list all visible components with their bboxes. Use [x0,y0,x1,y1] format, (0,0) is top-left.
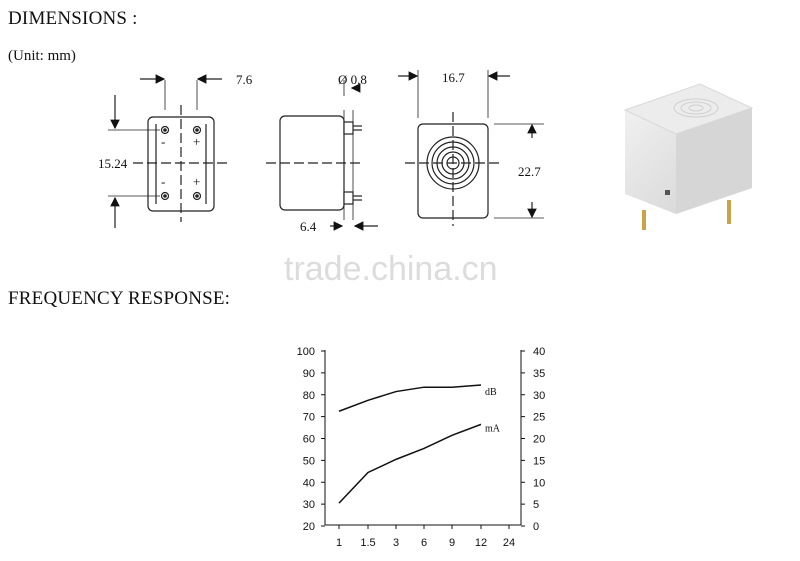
y-left-tick-label: 40 [303,477,315,489]
y-left-tick-label: 90 [303,368,315,380]
pin-mark-bottom-right: + [193,174,200,189]
y-left-tick-label: 70 [303,412,315,424]
y-left-tick-label: 50 [303,455,315,467]
unit-label: (Unit: mm) [8,48,76,64]
y-right-tick-label: 25 [533,412,545,424]
x-tick-label: 3 [393,537,399,549]
y-left-tick-label: 20 [303,521,315,533]
y-left-tick-label: 100 [297,346,315,358]
product-photo [623,83,754,230]
series-line-mA [338,423,482,504]
pin-mark-top-right: + [193,134,200,149]
dimensions-heading: DIMENSIONS : [8,8,138,29]
y-left-tick-label: 30 [303,499,315,511]
x-tick-label: 9 [449,537,455,549]
y-right-tick-label: 5 [533,499,539,511]
y-right-tick-label: 10 [533,477,545,489]
y-left-tick-label: 80 [303,390,315,402]
dim-width-top: 7.6 [236,72,253,87]
y-right-tick-label: 30 [533,390,545,402]
watermark: trade.china.cn [284,250,498,288]
dim-height-left: 15.24 [98,156,128,171]
y-right-tick-label: 20 [533,434,545,446]
dim-height-right: 22.7 [518,164,541,179]
y-right-tick-label: 40 [533,346,545,358]
y-right-tick-label: 0 [533,521,539,533]
series-line-dB [338,384,482,412]
pin-mark-bottom-left: - [161,174,165,189]
dim-pin-offset: 6.4 [300,219,317,234]
y-left-tick-label: 60 [303,434,315,446]
series-label-mA: mA [485,423,501,434]
x-tick-label: 12 [475,537,487,549]
y-right-tick-label: 15 [533,455,545,467]
x-tick-label: 6 [421,537,427,549]
pin-mark-top-left: - [161,134,165,149]
top-view-drawing [108,74,229,228]
frequency-heading: FREQUENCY RESPONSE: [8,288,231,309]
front-view-drawing [398,70,544,226]
side-view-drawing [266,80,378,231]
dim-pin-diameter: Ø 0.8 [338,72,367,87]
x-tick-label: 1 [336,537,342,549]
x-tick-label: 24 [503,537,515,549]
y-right-tick-label: 35 [533,368,545,380]
series-label-dB: dB [485,387,497,398]
dim-width-right: 16.7 [442,70,465,85]
x-tick-label: 1.5 [360,537,375,549]
